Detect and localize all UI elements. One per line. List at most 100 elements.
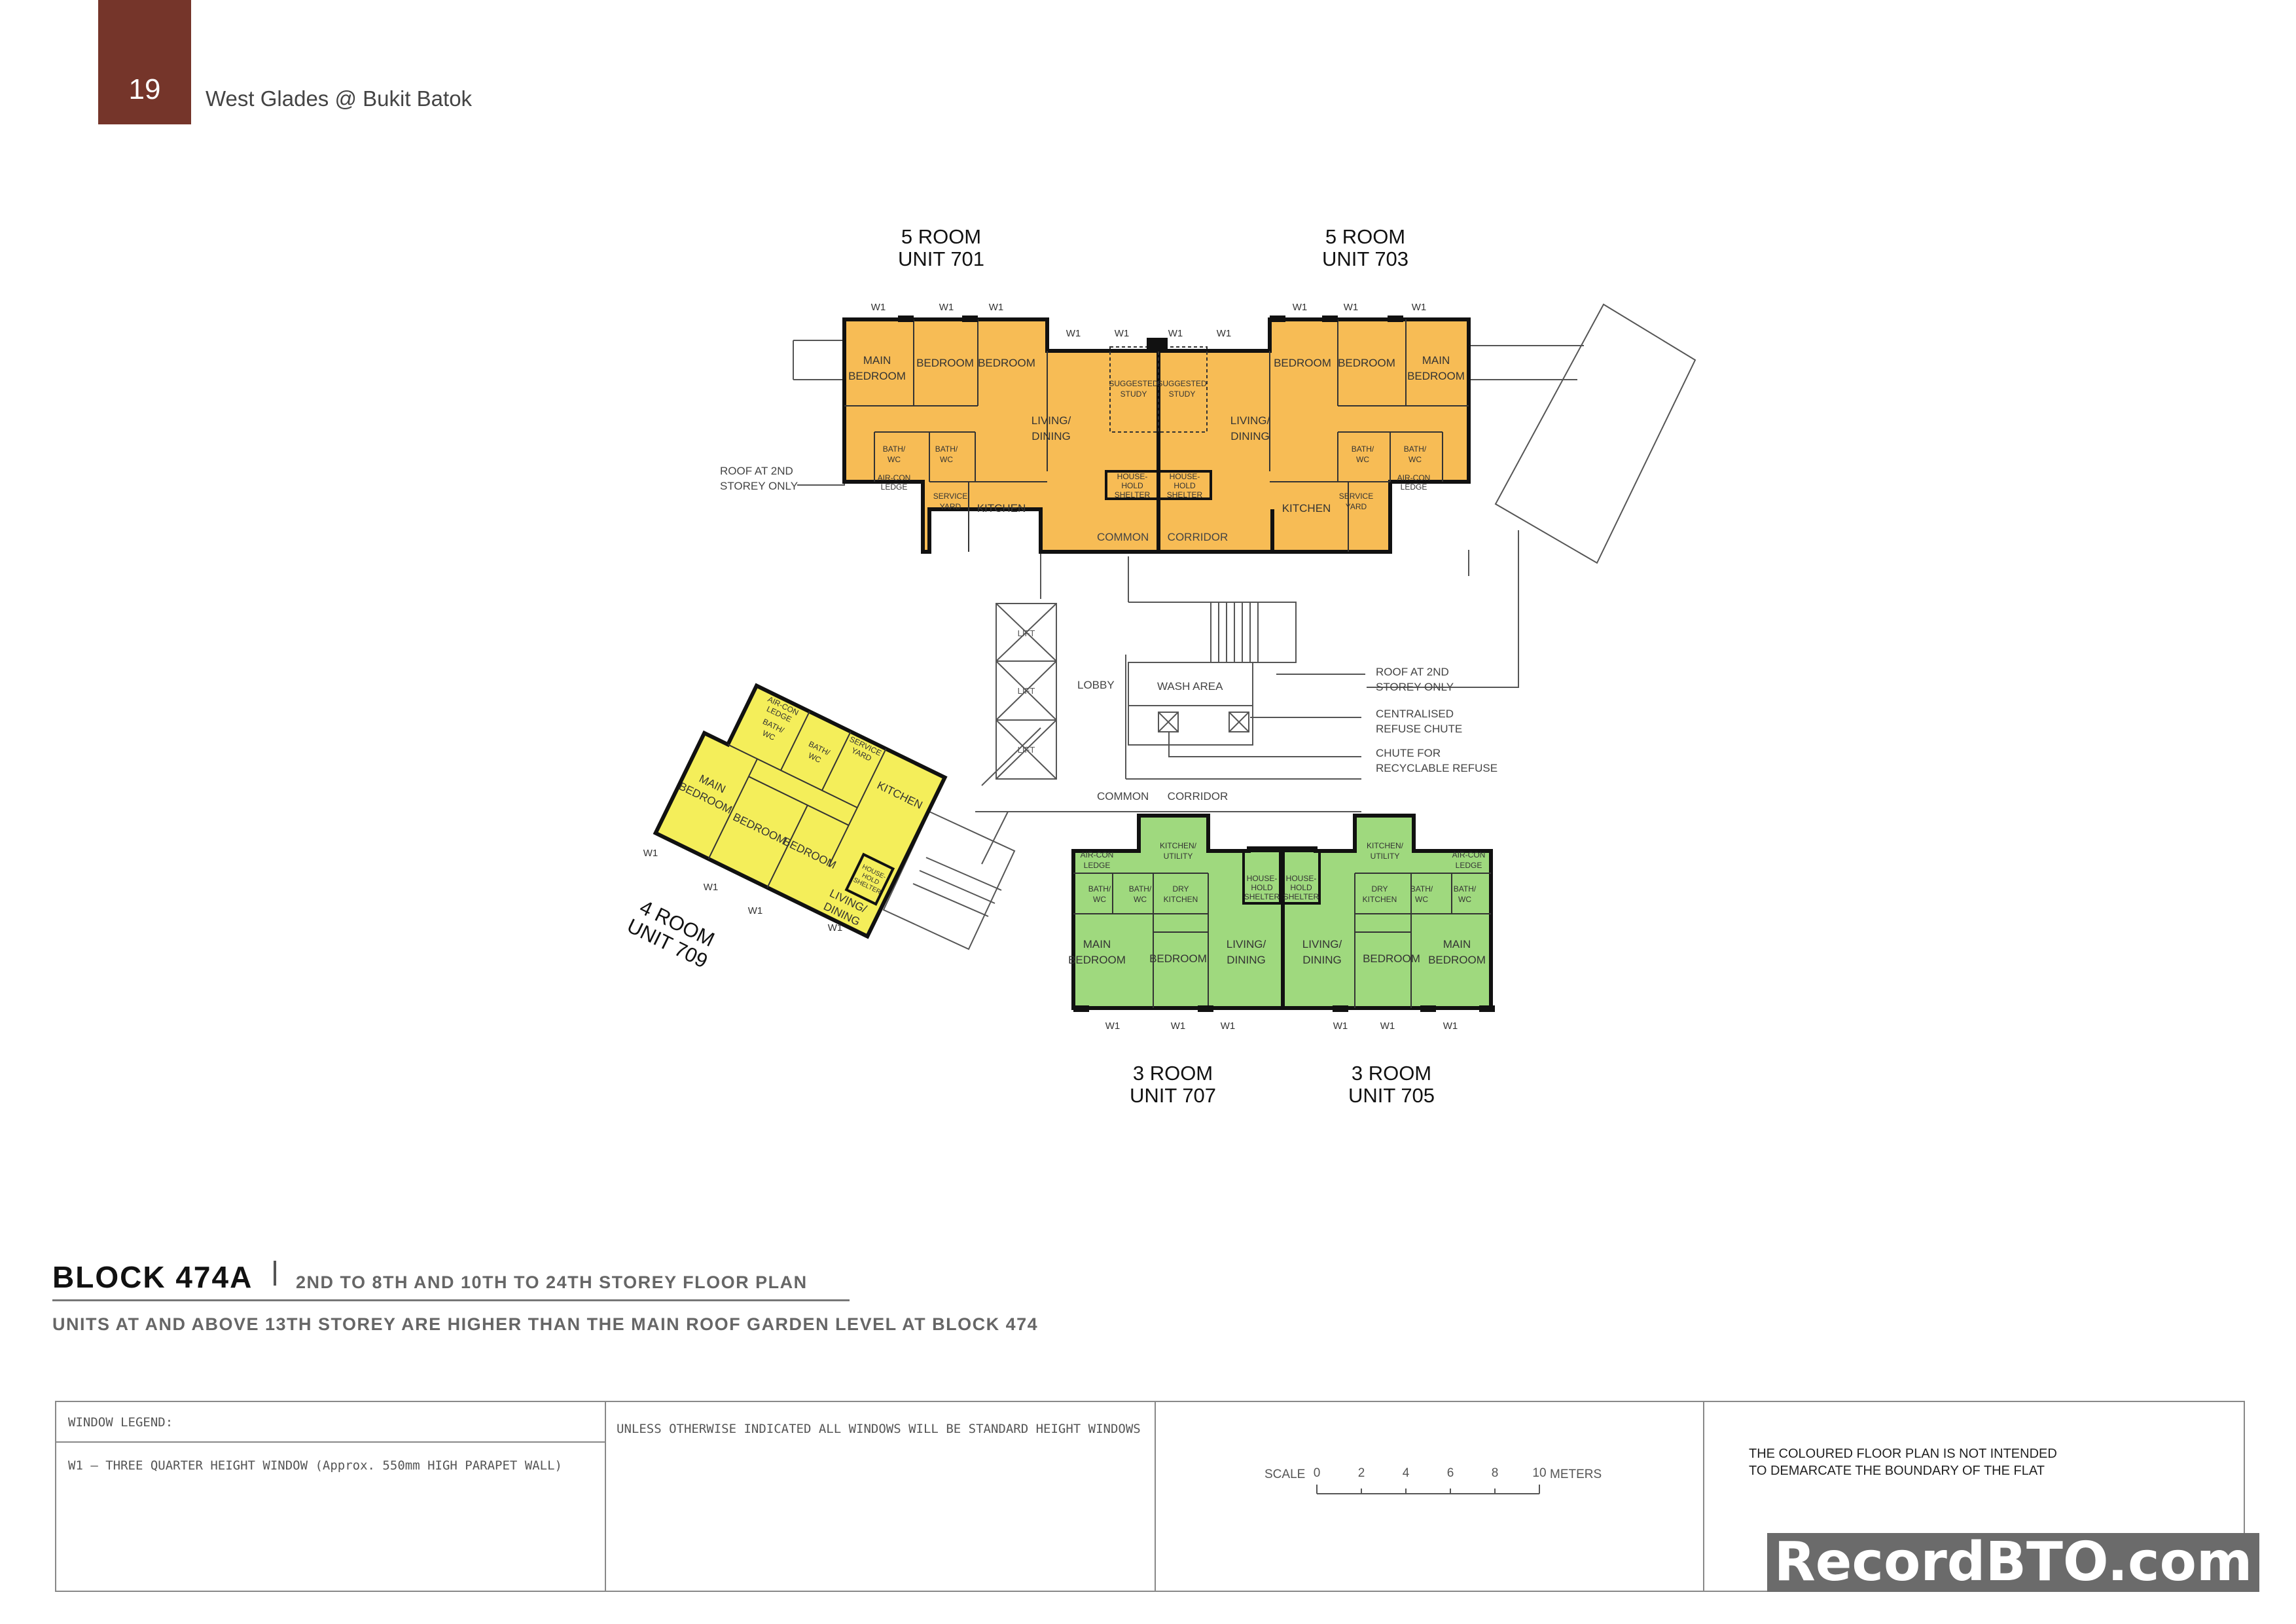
room-bath-707-d: WC xyxy=(1134,895,1147,904)
room-kitutil-705-a: KITCHEN/ xyxy=(1367,841,1404,850)
room-aircon-701-a: AIR-CON xyxy=(878,473,911,482)
unit-703-number: UNIT 703 xyxy=(1322,247,1408,270)
recycle-chute xyxy=(1229,712,1249,732)
window-tag: W1 xyxy=(1412,302,1427,313)
unit-707-type: 3 ROOM xyxy=(1133,1062,1213,1085)
unit-709 xyxy=(653,683,948,939)
unit-701-number: UNIT 701 xyxy=(898,247,984,270)
room-shelter-707-b: HOLD xyxy=(1251,883,1273,892)
common-corridor-top: COMMON CORRIDOR xyxy=(1097,531,1228,543)
unit-709-shape xyxy=(653,683,948,939)
roof-note-left-1: ROOF AT 2ND xyxy=(720,465,793,477)
room-yard-701-b: YARD xyxy=(940,502,961,511)
room-aircon-701-b: LEDGE xyxy=(881,482,908,492)
unit-701-type: 5 ROOM xyxy=(901,225,981,248)
refuse-chute-note-1: CENTRALISED xyxy=(1376,708,1454,720)
room-study-703-b: STUDY xyxy=(1169,389,1196,399)
window-tag: W1 xyxy=(1380,1020,1395,1032)
room-bedroom-707: BEDROOM xyxy=(1149,952,1207,965)
scale-unit: METERS xyxy=(1550,1468,1602,1481)
legend-divider xyxy=(56,1441,605,1443)
room-yard-701-a: SERVICE xyxy=(933,492,967,501)
room-aircon-705-a: AIR-CON xyxy=(1452,850,1486,859)
room-kitchen-703: KITCHEN xyxy=(1282,502,1331,514)
common-corridor-bottom: COMMON CORRIDOR xyxy=(1097,790,1228,803)
scale-tick-label: 10 xyxy=(1532,1466,1546,1480)
room-bath-703-a: BATH/ xyxy=(1352,444,1374,454)
window-tag: W1 xyxy=(989,302,1004,313)
window-tag: W1 xyxy=(1115,328,1130,339)
room-living-701-a: LIVING/ xyxy=(1031,414,1071,427)
room-aircon-707-a: AIR-CON xyxy=(1081,850,1114,859)
window-tag: W1 xyxy=(939,302,954,313)
room-yard-703-a: SERVICE xyxy=(1339,492,1373,501)
room-bath-707-a: BATH/ xyxy=(1088,884,1111,893)
unit-701-shape xyxy=(842,317,1160,554)
refuse-area xyxy=(1128,705,1253,746)
room-kitchen-701: KITCHEN xyxy=(977,502,1026,514)
roof-2nd-storey-right xyxy=(1494,303,1696,564)
wash-area-label: WASH AREA xyxy=(1157,680,1223,693)
watermark: RecordBTO.com xyxy=(1767,1533,2259,1592)
scale-tick-label: 4 xyxy=(1403,1466,1410,1480)
room-bath-701-c: BATH/ xyxy=(935,444,958,454)
room-shelter-707-c: SHELTER xyxy=(1244,892,1280,901)
page-number: 19 xyxy=(128,73,161,105)
room-living-707-b: DINING xyxy=(1227,954,1266,966)
room-aircon-707-b: LEDGE xyxy=(1084,861,1111,870)
block-subtitle: 2ND TO 8TH AND 10TH TO 24TH STOREY FLOOR… xyxy=(296,1272,808,1292)
room-shelter-705-b: HOLD xyxy=(1290,883,1312,892)
title-underline xyxy=(52,1299,850,1301)
room-shelter-707-a: HOUSE- xyxy=(1247,874,1278,883)
legend-note-column: UNLESS OTHERWISE INDICATED ALL WINDOWS W… xyxy=(606,1402,1156,1591)
standard-window-note: UNLESS OTHERWISE INDICATED ALL WINDOWS W… xyxy=(617,1422,1141,1436)
legend-box: WINDOW LEGEND: W1 – THREE QUARTER HEIGHT… xyxy=(55,1401,2245,1592)
coloured-plan-disclaimer: THE COLOURED FLOOR PLAN IS NOT INTENDED … xyxy=(1749,1445,2115,1479)
scale-tick-label: 0 xyxy=(1314,1466,1321,1480)
window-tag: W1 xyxy=(871,302,886,313)
unit-705-type: 3 ROOM xyxy=(1352,1062,1431,1085)
room-bath-705-b: WC xyxy=(1415,895,1428,904)
scale-bar: SCALE 0 2 4 6 8 10 METERS xyxy=(1265,1461,1605,1517)
window-tag: W1 xyxy=(1217,328,1232,339)
leader-recycle xyxy=(1168,732,1361,757)
window-tag: W1 xyxy=(1443,1020,1458,1032)
room-bedroom-703: BEDROOM xyxy=(1338,357,1395,369)
room-bedroom-705: BEDROOM xyxy=(1363,952,1420,965)
room-living-705-a: LIVING/ xyxy=(1302,938,1342,950)
room-bath-703-c: BATH/ xyxy=(1404,444,1427,454)
roof-note-left-2: STOREY ONLY xyxy=(720,480,798,492)
lobby-label: LOBBY xyxy=(1077,679,1115,691)
room-main-bedroom-701-b: BEDROOM xyxy=(848,370,906,382)
room-yard-703-b: YARD xyxy=(1346,502,1367,511)
unit-703-type: 5 ROOM xyxy=(1325,225,1405,248)
room-bath-701-d: WC xyxy=(940,455,953,464)
room-bath-705-d: WC xyxy=(1458,895,1471,904)
recycle-chute-note-1: CHUTE FOR xyxy=(1376,747,1441,759)
block-note: UNITS AT AND ABOVE 13TH STOREY ARE HIGHE… xyxy=(52,1314,1039,1334)
lift-label: LIFT xyxy=(1018,745,1035,755)
room-living-701-b: DINING xyxy=(1031,430,1071,442)
room-bath-701-b: WC xyxy=(888,455,901,464)
scale-tick-label: 6 xyxy=(1447,1466,1454,1480)
room-shelter-705-a: HOUSE- xyxy=(1286,874,1317,883)
room-living-707-a: LIVING/ xyxy=(1227,938,1266,950)
room-bath-703-d: WC xyxy=(1408,455,1422,464)
leader-roof-right-2 xyxy=(1367,530,1519,688)
legend-scale-column xyxy=(1156,1402,1704,1591)
room-bedroom-701: BEDROOM xyxy=(916,357,974,369)
unit-707-number: UNIT 707 xyxy=(1130,1084,1216,1107)
window-legend-heading: WINDOW LEGEND: xyxy=(68,1415,173,1430)
room-drykit-705-a: DRY xyxy=(1371,884,1388,893)
window-tag: W1 xyxy=(1105,1020,1121,1032)
room-shelter-701-c: SHELTER xyxy=(1115,490,1151,499)
room-main-bedroom-705-b: BEDROOM xyxy=(1428,954,1486,966)
room-bath-703-b: WC xyxy=(1356,455,1369,464)
room-main-bedroom-707-b: BEDROOM xyxy=(1068,954,1126,966)
project-title: West Glades @ Bukit Batok xyxy=(206,86,473,111)
room-aircon-703-b: LEDGE xyxy=(1401,482,1427,492)
roof-note-right-1: ROOF AT 2ND xyxy=(1376,666,1449,678)
scale-label: SCALE xyxy=(1265,1468,1305,1481)
window-tag: W1 xyxy=(643,848,658,859)
window-tag: W1 xyxy=(1293,302,1308,313)
